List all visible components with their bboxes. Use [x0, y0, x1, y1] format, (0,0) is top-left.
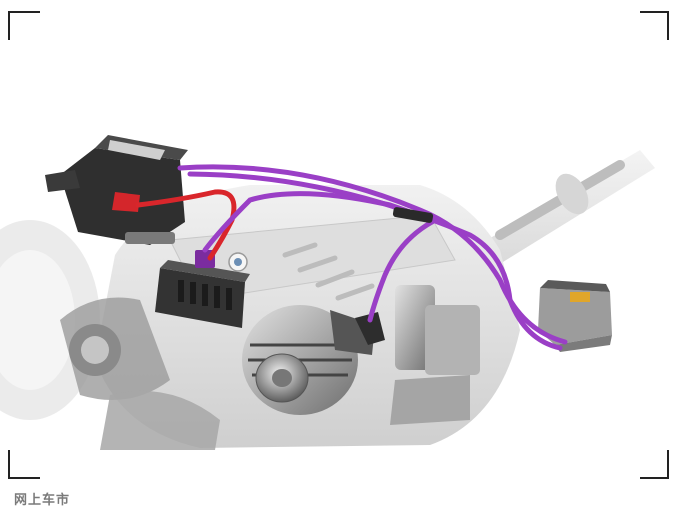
- drive-shaft: [470, 150, 655, 270]
- engine-lower-mechanics: [60, 285, 480, 450]
- cable-connector: [392, 207, 434, 223]
- right-control-module: [538, 280, 612, 352]
- engine-control-unit: [155, 250, 250, 328]
- positive-cable: [135, 189, 237, 261]
- watermark-text: 网上车市: [14, 493, 71, 508]
- alternator: [242, 305, 385, 415]
- battery-module: [45, 135, 188, 245]
